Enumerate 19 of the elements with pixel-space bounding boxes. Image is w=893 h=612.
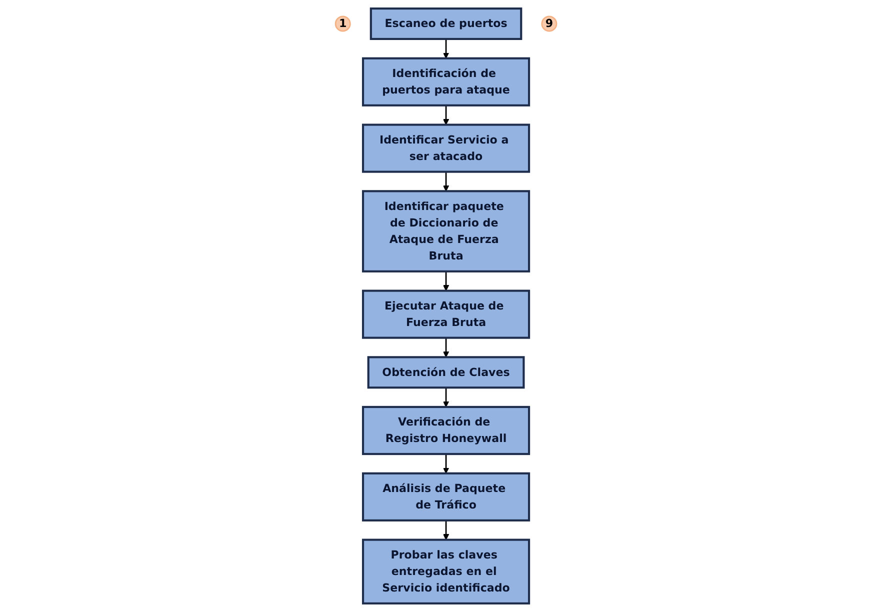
arrow xyxy=(443,172,450,192)
node-box: Identificar Servicio a ser atacado xyxy=(362,124,531,173)
node-box: Escaneo de puertos xyxy=(370,8,523,40)
arrow xyxy=(443,38,450,59)
node-box: Verificación de Registro Honeywall xyxy=(362,406,531,456)
node-box: Identificar paquete de Diccionario de Ataque de Fuerza Bruta xyxy=(362,190,531,272)
arrow xyxy=(443,388,450,408)
node-box: Obtención de Claves xyxy=(368,356,526,389)
arrow xyxy=(443,338,450,358)
node-box: Identificación de puertos para ataque xyxy=(362,57,531,106)
node-circle: 9 xyxy=(542,16,558,32)
arrow xyxy=(443,105,450,126)
node-box: Análisis de Paquete de Tráfico xyxy=(362,472,531,522)
arrow xyxy=(443,520,450,540)
arrow xyxy=(443,454,450,474)
arrow xyxy=(443,271,450,292)
node-box: Ejecutar Ataque de Fuerza Bruta xyxy=(362,290,531,339)
node-box: Probar las claves entregadas en el Servicio identificado xyxy=(362,538,531,604)
node-circle: 1 xyxy=(335,16,352,32)
